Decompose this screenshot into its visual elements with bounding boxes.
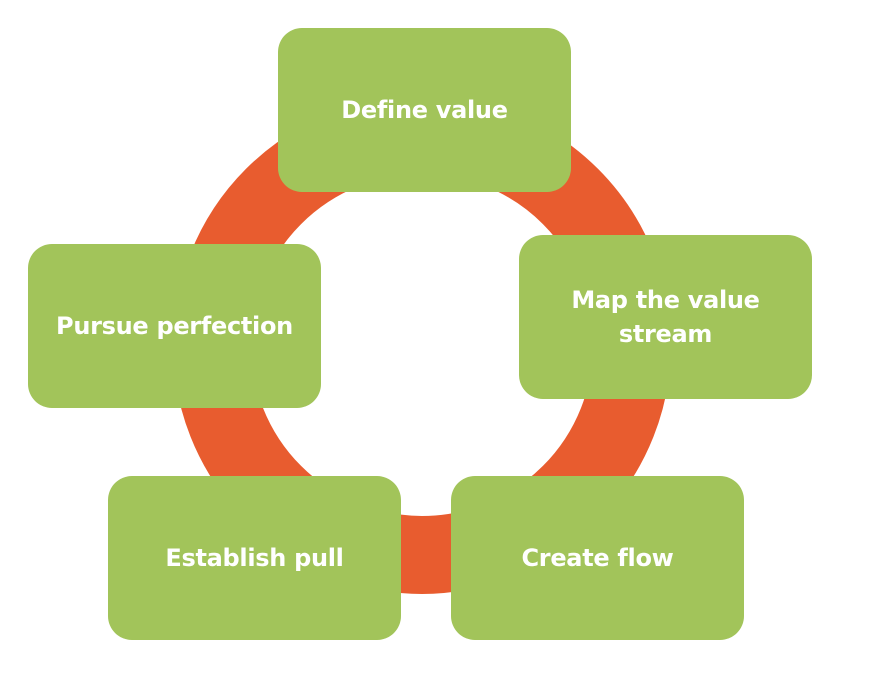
step-label: Pursue perfection bbox=[56, 312, 293, 340]
step-label: Establish pull bbox=[165, 544, 344, 572]
step-label: Define value bbox=[341, 96, 508, 124]
step-map-value-stream: Map the value stream bbox=[519, 235, 812, 399]
step-define-value: Define value bbox=[278, 28, 571, 192]
step-pursue-perfection: Pursue perfection bbox=[28, 244, 321, 408]
step-label: Create flow bbox=[521, 544, 674, 572]
step-label: Map the value stream bbox=[571, 286, 760, 348]
step-establish-pull: Establish pull bbox=[108, 476, 401, 640]
step-create-flow: Create flow bbox=[451, 476, 744, 640]
